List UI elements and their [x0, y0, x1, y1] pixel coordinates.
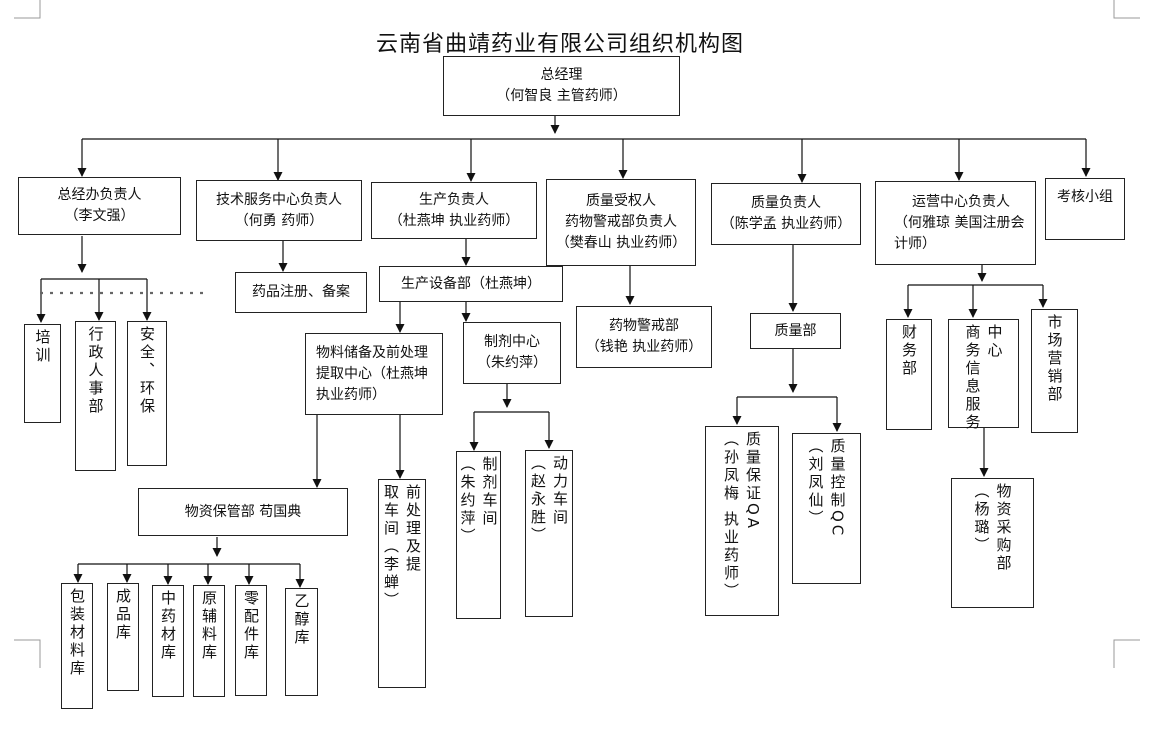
business-info-center-box: 中心 商务信息服务	[948, 319, 1019, 432]
material-center-line1: 物料储备及前处理	[316, 344, 428, 361]
prep-workshop-name: （朱约萍）	[458, 456, 477, 546]
qa-authorized-name: （樊春山 执业药师）	[555, 235, 687, 251]
tech-center-head-box: 技术服务中心负责人 （何勇 药师）	[196, 180, 362, 241]
extraction-workshop-line2: 取车间（李蝉）	[382, 484, 400, 610]
general-manager-box: 总经理 （何智良 主管药师）	[443, 56, 680, 116]
ops-head-box: 运营中心负责人 （何雅琼 美国注册会 计师）	[875, 181, 1036, 265]
business-info-center-line1: 中心	[985, 324, 1004, 360]
qc-box: 质量控制QC （刘凤仙）	[792, 433, 861, 584]
packaging-warehouse-box: 包装材料库	[61, 583, 93, 709]
ethanol-warehouse-box: 乙醇库	[285, 588, 318, 696]
quality-head-name: （陈学孟 执业药师）	[720, 216, 852, 232]
material-center-line2: 提取中心（杜燕坤	[316, 365, 428, 382]
finished-goods-warehouse-box: 成品库	[107, 583, 139, 691]
supplies-dept-box: 物资保管部 苟国典	[138, 488, 348, 536]
equipment-dept-box: 生产设备部（杜燕坤）	[379, 266, 563, 302]
chart-title: 云南省曲靖药业有限公司组织机构图	[375, 32, 744, 57]
audit-group-box: 考核小组	[1045, 178, 1125, 240]
material-center-box: 物料储备及前处理 提取中心（杜燕坤 执业药师）	[305, 333, 443, 415]
power-workshop-box: 动力车间 （赵永胜）	[525, 450, 573, 617]
packaging-warehouse-label: 包装材料库	[68, 588, 86, 678]
production-head-title: 生产负责人	[419, 191, 489, 208]
spare-parts-warehouse-label: 零配件库	[242, 590, 260, 662]
equipment-dept-label: 生产设备部（杜燕坤）	[401, 275, 541, 292]
production-head-box: 生产负责人 （杜燕坤 执业药师）	[371, 182, 537, 239]
finance-dept-label: 财务部	[900, 324, 918, 378]
spare-parts-warehouse-box: 零配件库	[235, 585, 267, 696]
purchasing-dept-title: 物资采购部	[994, 483, 1013, 573]
tech-center-head-name: （何勇 药师）	[234, 212, 324, 229]
qa-authorized-title: 质量受权人	[586, 193, 656, 209]
extraction-workshop-box: 前处理及提 取车间（李蝉）	[378, 479, 426, 688]
general-manager-name: （何智良 主管药师）	[496, 88, 627, 104]
marketing-dept-label: 市场营销部	[1045, 314, 1064, 404]
quality-dept-box: 质量部	[750, 313, 841, 349]
audit-group-title: 考核小组	[1057, 189, 1113, 205]
purchasing-dept-box: 物资采购部 （杨璐）	[951, 478, 1034, 608]
office-head-name: （李文强）	[64, 208, 135, 224]
office-head-box: 总经办负责人 （李文强）	[18, 177, 181, 235]
qa-name: （孙凤梅 执业药师）	[722, 431, 740, 601]
general-manager-title: 总经理	[540, 67, 583, 83]
raw-material-warehouse-box: 原辅料库	[193, 585, 225, 697]
material-center-line3: 执业药师）	[316, 386, 386, 403]
qa-title: 质量保证QA	[744, 431, 762, 532]
power-workshop-name: （赵永胜）	[529, 455, 547, 545]
qa-box: 质量保证QA （孙凤梅 执业药师）	[705, 426, 779, 616]
herb-warehouse-label: 中药材库	[159, 590, 177, 662]
quality-head-title: 质量负责人	[751, 195, 821, 211]
safety-dept-label: 安全、环保	[138, 326, 156, 416]
hr-dept-label: 行政人事部	[86, 326, 105, 416]
tech-center-head-title: 技术服务中心负责人	[216, 191, 342, 208]
marketing-dept-box: 市场营销部	[1031, 309, 1078, 433]
finished-goods-warehouse-label: 成品库	[114, 588, 132, 642]
office-head-title: 总经办负责人	[57, 187, 142, 203]
pharmacovigilance-dept-box: 药物警戒部 （钱艳 执业药师）	[576, 306, 712, 368]
power-workshop-title: 动力车间	[551, 455, 569, 527]
raw-material-warehouse-label: 原辅料库	[200, 590, 218, 662]
ops-head-name: （何雅琼 美国注册会	[894, 214, 1025, 231]
business-info-center-line2: 商务信息服务	[963, 324, 982, 432]
pharmacovigilance-dept-name: （钱艳 执业药师）	[585, 339, 703, 355]
qa-authorized-box: 质量受权人 药物警戒部负责人 （樊春山 执业药师）	[546, 179, 696, 266]
training-dept-box: 培训	[24, 324, 61, 423]
qc-title: 质量控制QC	[828, 438, 847, 539]
production-head-name: （杜燕坤 执业药师）	[388, 212, 520, 229]
ethanol-warehouse-label: 乙醇库	[292, 593, 311, 647]
quality-head-box: 质量负责人 （陈学孟 执业药师）	[711, 183, 861, 245]
prep-center-name: （朱约萍）	[477, 355, 547, 371]
ops-head-title: 运营中心负责人	[912, 193, 1010, 210]
drug-registration-box: 药品注册、备案	[235, 272, 367, 313]
training-dept-label: 培训	[33, 329, 52, 365]
safety-dept-box: 安全、环保	[127, 321, 167, 466]
purchasing-dept-name: （杨璐）	[972, 483, 991, 555]
extraction-workshop-line1: 前处理及提	[404, 484, 422, 574]
supplies-dept-label: 物资保管部 苟国典	[184, 503, 302, 520]
drug-registration-label: 药品注册、备案	[252, 284, 350, 300]
prep-center-title: 制剂中心	[484, 334, 540, 350]
hr-dept-box: 行政人事部	[75, 321, 116, 471]
qc-name: （刘凤仙）	[806, 438, 825, 528]
prep-center-box: 制剂中心 （朱约萍）	[463, 322, 561, 384]
pv-head-title: 药物警戒部负责人	[565, 214, 677, 230]
herb-warehouse-box: 中药材库	[152, 585, 184, 697]
quality-dept-label: 质量部	[774, 322, 817, 339]
pharmacovigilance-dept-title: 药物警戒部	[609, 318, 679, 334]
prep-workshop-box: 制剂车间 （朱约萍）	[456, 451, 501, 619]
prep-workshop-title: 制剂车间	[480, 456, 499, 528]
finance-dept-box: 财务部	[886, 319, 932, 430]
ops-head-name-cont: 计师）	[894, 235, 936, 252]
